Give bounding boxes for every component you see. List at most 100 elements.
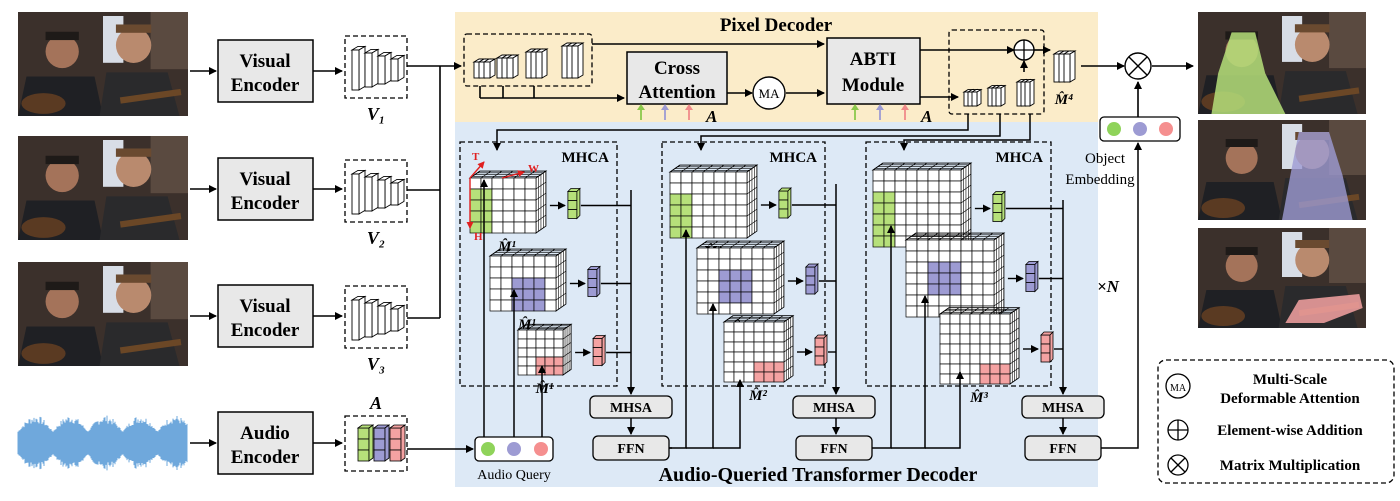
- audio-feature-stack: [388, 424, 407, 462]
- svg-text:MHSA: MHSA: [610, 401, 653, 416]
- v-feature-slab: [363, 172, 380, 212]
- out-slab: [994, 84, 1007, 107]
- output-frame-guitar: [1198, 228, 1366, 328]
- out-slab: [1023, 78, 1036, 107]
- query-bar: [592, 334, 607, 367]
- mhsa-box-1: MHSA: [589, 395, 673, 419]
- audio-encoder: Audio Encoder: [217, 411, 314, 475]
- mask-cube-3-2: [904, 232, 1006, 318]
- v-feature-slab: [350, 45, 367, 91]
- matmul-circle: [1124, 52, 1152, 80]
- legend-matmul: Matrix Multiplication: [1220, 458, 1361, 474]
- svg-text:Attention: Attention: [638, 82, 715, 103]
- output-frame-guitarist-2: [1198, 120, 1366, 220]
- query-bar: [777, 187, 792, 219]
- input-frames: [18, 12, 188, 366]
- audio-waveform: [17, 415, 188, 471]
- mhsa-box-3: MHSA: [1021, 395, 1105, 419]
- svg-text:MHSA: MHSA: [1042, 401, 1085, 416]
- v-feature-slab: [376, 51, 393, 85]
- svg-text:V₃: V₃: [367, 354, 385, 374]
- svg-text:MA: MA: [1170, 383, 1187, 394]
- query-bar: [1024, 260, 1039, 293]
- feature-audio: A: [344, 393, 408, 472]
- query-bar: [991, 190, 1006, 223]
- v-feature-slab: [389, 304, 406, 332]
- mask-label: M̂²: [748, 387, 767, 404]
- mask-cube-3-1: [871, 162, 973, 248]
- mask-cube-1-2: [488, 248, 568, 312]
- svg-text:MHSA: MHSA: [813, 401, 856, 416]
- visual-encoder-3: Visual Encoder: [217, 284, 314, 348]
- svg-text:MA: MA: [759, 86, 781, 101]
- audio-feature-stack: [356, 424, 375, 462]
- repeat-label: ×N: [1097, 277, 1120, 296]
- svg-text:Visual: Visual: [239, 296, 290, 317]
- mask-cube-2-1: [668, 164, 759, 239]
- svg-text:H: H: [474, 231, 483, 243]
- flow-line: [925, 371, 964, 449]
- input-frame-2: [18, 136, 188, 240]
- purple-mask: [1282, 132, 1353, 220]
- multiscale-features: [463, 33, 593, 87]
- abti-module-box: ABTI Module: [826, 37, 921, 105]
- input-frame-3: [18, 262, 188, 366]
- feature-v3: V₃: [344, 285, 408, 374]
- output-frames: [1198, 12, 1366, 328]
- svg-text:V₁: V₁: [367, 104, 385, 124]
- query-bar: [1040, 331, 1054, 363]
- svg-text:Embedding: Embedding: [1065, 172, 1135, 188]
- v-feature-slab: [376, 175, 393, 209]
- ma-circle: MA: [752, 76, 786, 110]
- svg-text:FFN: FFN: [617, 442, 644, 457]
- object-embedding: Object Embedding: [1065, 116, 1181, 188]
- svg-text:FFN: FFN: [820, 442, 847, 457]
- svg-text:Encoder: Encoder: [231, 75, 300, 96]
- audio-input-arrows: [637, 104, 909, 120]
- v-feature-slab: [376, 301, 393, 335]
- svg-text:M̂⁴: M̂⁴: [1054, 91, 1074, 108]
- v-feature-slab: [363, 48, 380, 88]
- svg-text:Multi-Scale: Multi-Scale: [1253, 372, 1327, 388]
- svg-text:Audio: Audio: [240, 423, 290, 444]
- svg-text:Module: Module: [842, 75, 904, 96]
- v-feature-slab: [389, 54, 406, 82]
- ffn-box-3: FFN: [1024, 435, 1102, 461]
- mask-cube-2-2: [695, 240, 786, 315]
- flow-line: [493, 114, 969, 151]
- legend-addition: Element-wise Addition: [1217, 423, 1363, 439]
- svg-text:T: T: [472, 151, 480, 163]
- mhsa-box-2: MHSA: [792, 395, 876, 419]
- svg-text:Encoder: Encoder: [231, 447, 300, 468]
- svg-text:MHCA: MHCA: [562, 150, 610, 166]
- query-bar: [566, 187, 581, 220]
- a-label-abti: A: [920, 107, 932, 126]
- output-frame-guitarist-1: [1198, 12, 1366, 114]
- mask-label: M̂³: [969, 389, 988, 406]
- svg-text:A: A: [369, 393, 382, 413]
- svg-text:Deformable Attention: Deformable Attention: [1220, 391, 1360, 407]
- flow-line: [713, 379, 744, 449]
- person-head: [1225, 250, 1258, 282]
- v-feature-slab: [350, 169, 367, 215]
- feature-v1: V₁: [344, 35, 408, 124]
- legend: MA Multi-Scale Deformable Attention Elem…: [1157, 359, 1395, 484]
- input-frame-1: [18, 12, 188, 116]
- axis-indicator: T W H: [466, 151, 539, 243]
- mask-cube-3-3: [938, 306, 1021, 385]
- svg-text:Encoder: Encoder: [231, 193, 300, 214]
- addition-circle: [1013, 39, 1035, 61]
- mask-cube-1-1: [468, 170, 548, 234]
- svg-text:V₂: V₂: [367, 228, 385, 248]
- mask-cube-2-3: [722, 314, 795, 383]
- pixel-decoder-arrows: [479, 40, 1194, 102]
- v-feature-slab: [389, 178, 406, 206]
- green-mask: [1211, 32, 1286, 114]
- svg-text:W: W: [528, 163, 539, 175]
- ffn-box-2: FFN: [795, 435, 873, 461]
